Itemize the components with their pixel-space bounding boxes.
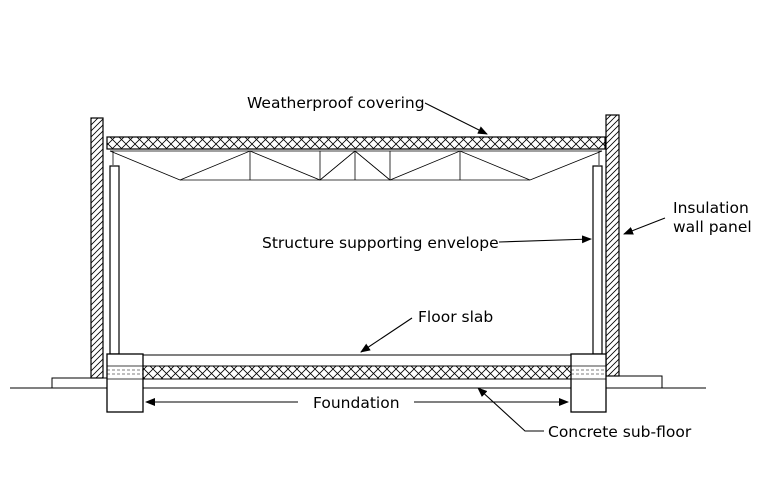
concrete-sub-floor-layer [142,365,572,380]
insulation-wall-panel-left [90,117,104,379]
structure-supporting-envelope-arrow [498,235,592,244]
ground-step-left [51,377,109,389]
support-column-left [109,165,120,355]
floor-slab-label: Floor slab [418,308,493,326]
weatherproof-covering-layer [106,136,606,150]
floor-slab-layer [142,354,572,367]
insulation-label-line1: Insulation [673,199,749,217]
foundation-block-left [106,353,144,413]
concrete-sub-floor-arrow [477,387,544,432]
insulation-wall-panel-arrow [623,217,666,235]
roof-truss [109,150,603,181]
insulation-wall-panel-right [605,114,620,377]
ground-step-right [605,375,663,389]
weatherproof-covering-arrow [424,102,488,135]
structure-supporting-envelope-label: Structure supporting envelope [262,234,499,252]
concrete-sub-floor-label: Concrete sub-floor [548,423,692,441]
foundation-label: Foundation [313,394,400,412]
support-column-right [592,165,603,355]
floor-slab-arrow [360,317,413,353]
weatherproof-covering-label: Weatherproof covering [247,94,425,112]
foundation-block-right [570,353,607,413]
insulation-label-line2: wall panel [673,218,752,236]
